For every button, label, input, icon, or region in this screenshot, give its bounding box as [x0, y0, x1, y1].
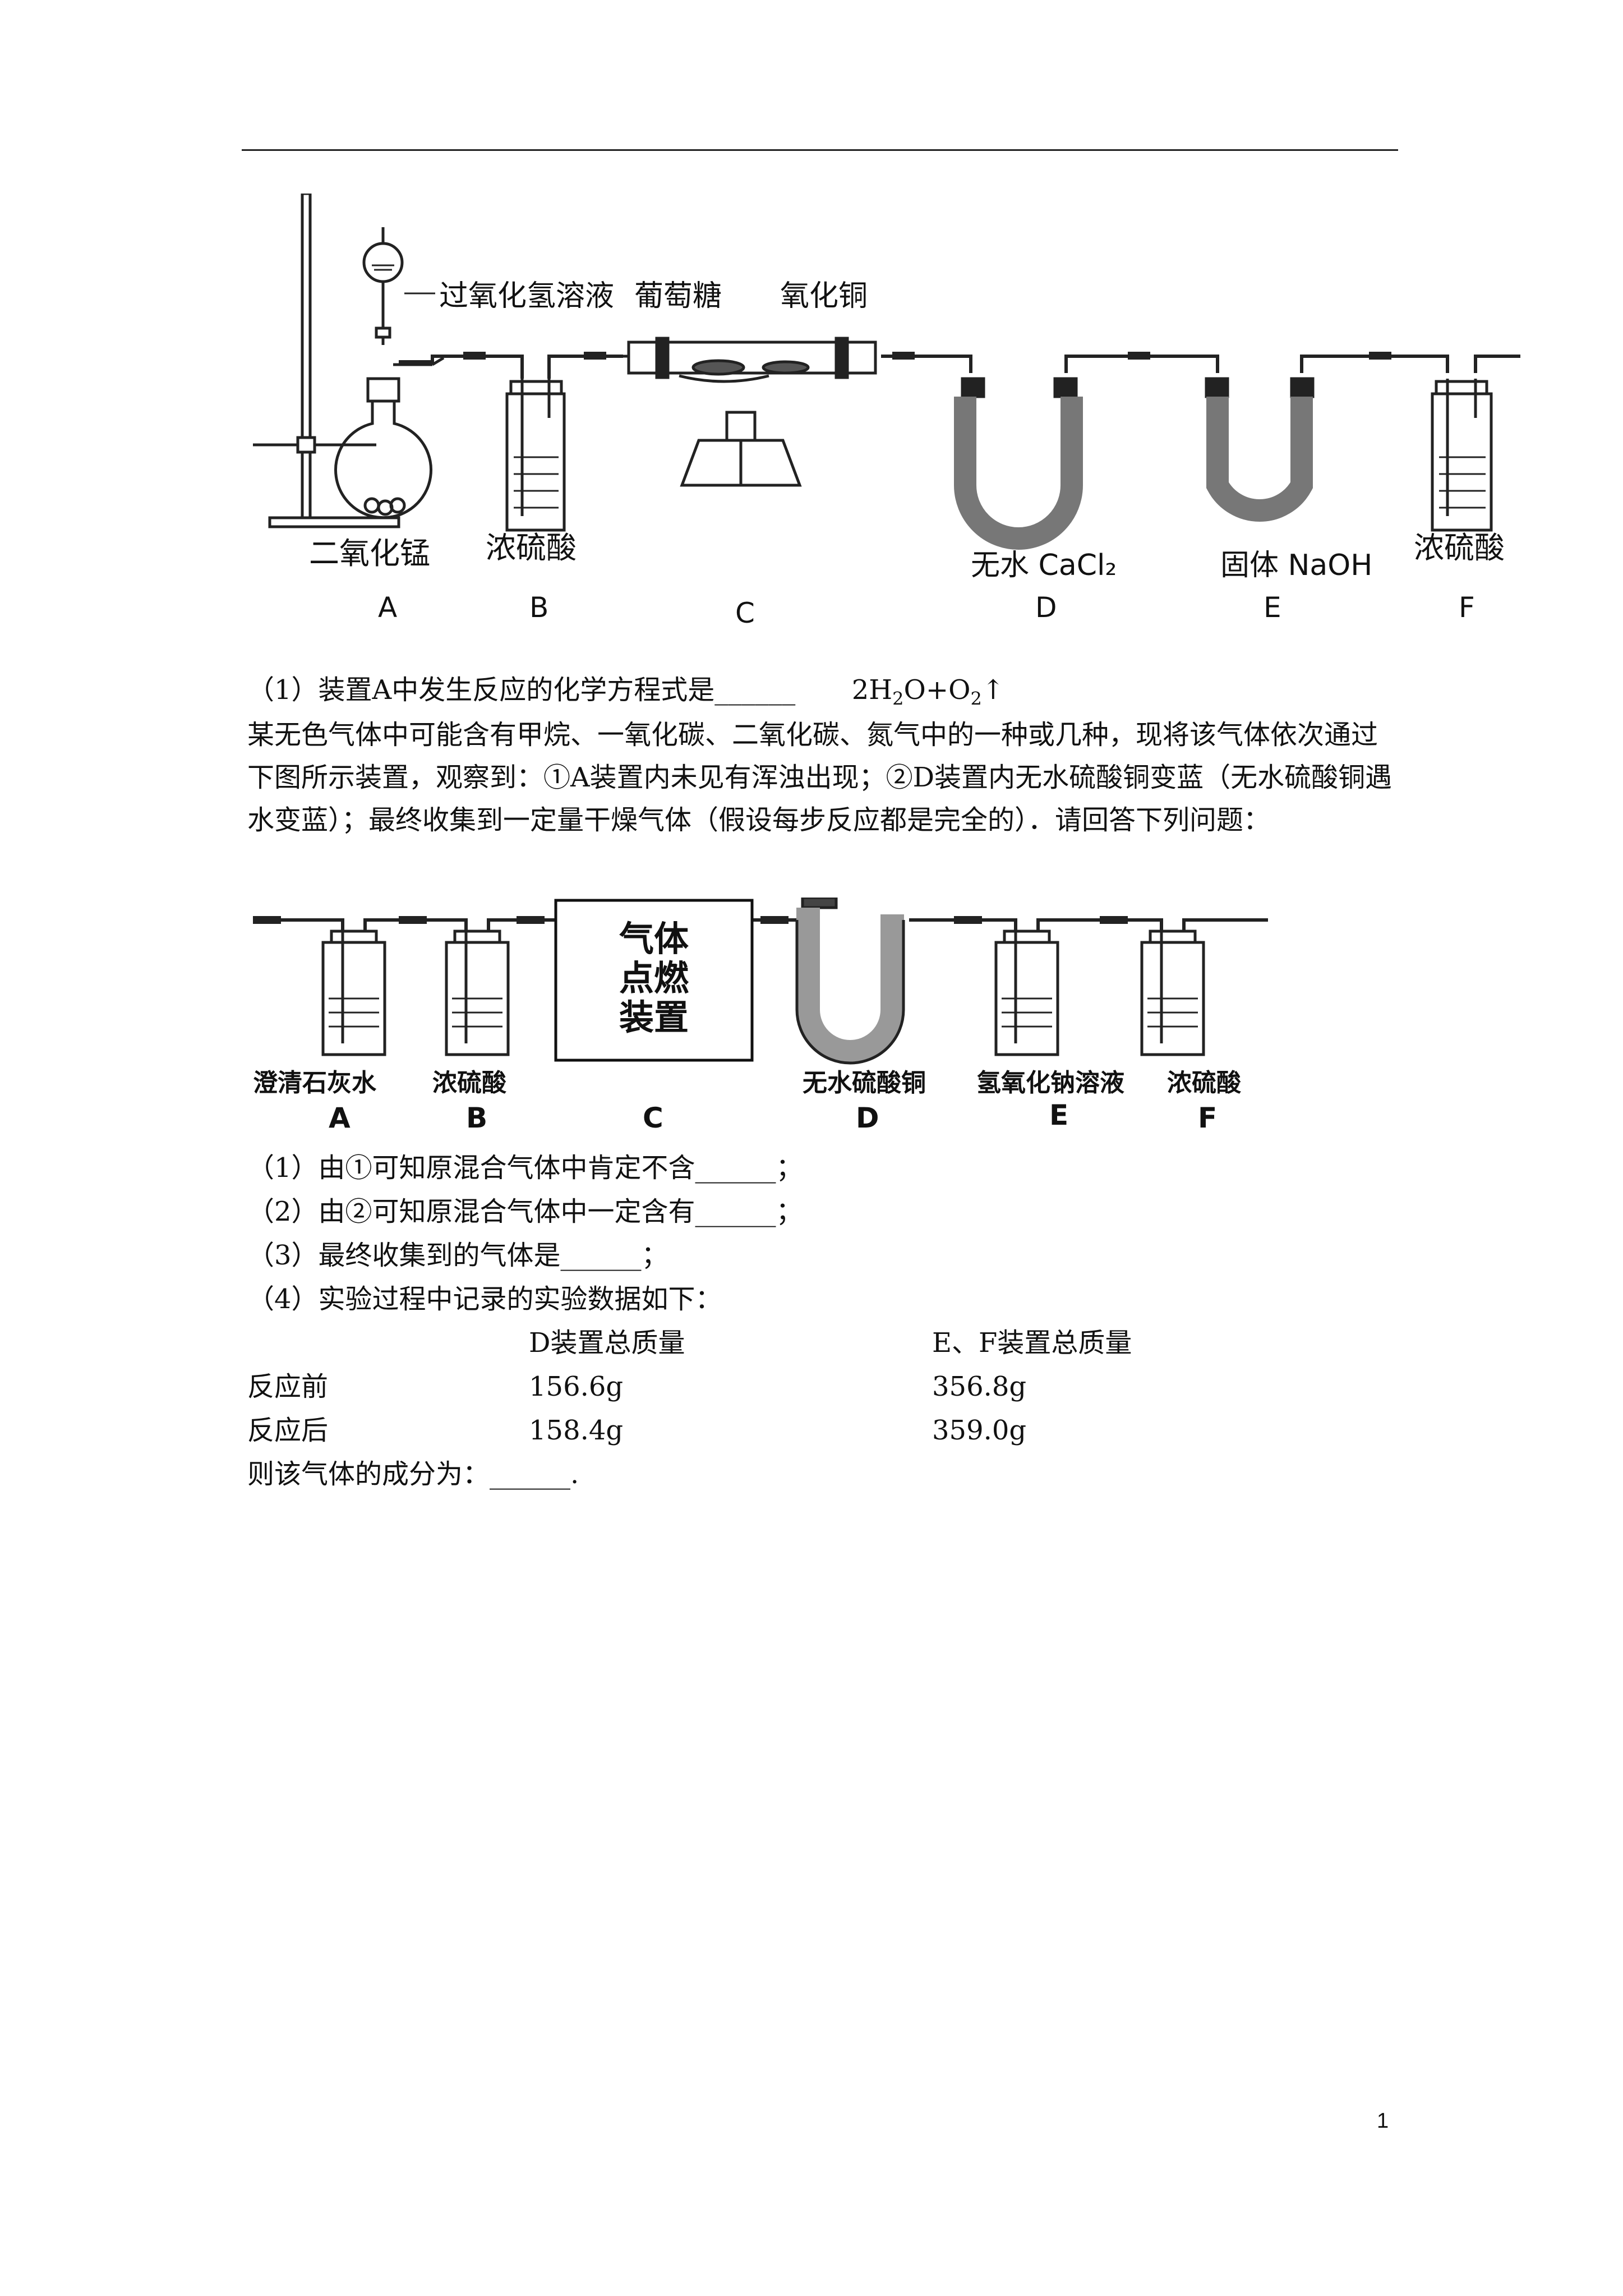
apparatus-b-bottle — [505, 379, 566, 532]
conclusion-line: 则该气体的成分为：______. — [247, 1458, 579, 1490]
header-rule — [242, 149, 1398, 151]
fig2-letter-b: B — [466, 1102, 487, 1134]
fig2-label-conc-f: 浓硫酸 — [1167, 1069, 1242, 1097]
letter-e: E — [1264, 591, 1281, 624]
apparatus-c-tube — [623, 337, 877, 487]
eq-sub-1: 2 — [892, 688, 904, 710]
page-number: 1 — [1377, 2109, 1389, 2133]
fig2-connectors — [253, 916, 1128, 924]
label-b-conc: 浓硫酸 — [486, 530, 577, 565]
fig2-u-tube-d — [795, 898, 905, 1065]
eq-arrow: ↑ — [981, 674, 1005, 706]
table-row-label: 反应前 — [247, 1371, 329, 1402]
fig2-label-limewater: 澄清石灰水 — [253, 1069, 377, 1097]
figure-2-apparatus: 气体 点燃 装置 澄清石灰水 浓硫酸 无水硫酸铜 氢氧化钠溶液 浓硫酸 A B … — [253, 898, 1268, 1134]
intro-paragraph: 某无色气体中可能含有甲烷、一氧化碳、二氧化碳、氮气中的一种或几种，现将该气体依次… — [247, 719, 1393, 836]
eq-sub-2: 2 — [970, 688, 982, 710]
box-line-2: 点燃 — [619, 958, 689, 999]
letter-d: D — [1035, 591, 1057, 624]
label-mno2: 二氧化锰 — [309, 536, 430, 571]
tube-connectors — [463, 352, 1391, 360]
fig2-letter-c: C — [643, 1102, 663, 1134]
fig2-label-conc-b: 浓硫酸 — [432, 1069, 507, 1097]
letter-a: A — [378, 591, 397, 624]
table-header-ef: E、F装置总质量 — [932, 1327, 1132, 1359]
box-line-3: 装置 — [619, 997, 689, 1038]
letter-b: B — [529, 591, 548, 624]
fig2-letter-a: A — [329, 1102, 351, 1134]
fig2-label-cuso4: 无水硫酸铜 — [803, 1069, 926, 1097]
label-cuo: 氧化铜 — [780, 279, 868, 313]
sub-question-1: （1）由①可知原混合气体中肯定不含______； — [247, 1152, 803, 1184]
eq-part-a: 2H — [851, 674, 893, 706]
table-cell-d: 158.4g — [529, 1415, 624, 1446]
q1-prefix: （1）装置A中发生反应的化学方程式是______ — [247, 674, 796, 706]
table-cell-d: 156.6g — [529, 1371, 624, 1402]
apparatus-a-flask — [334, 227, 445, 519]
label-glucose: 葡萄糖 — [634, 279, 722, 313]
fig2-tubing — [253, 918, 1268, 931]
letter-f: F — [1459, 591, 1475, 624]
sub-question-3: （3）最终收集到的气体是______； — [247, 1240, 668, 1271]
label-d-cacl2: 无水 CaCl₂ — [971, 549, 1117, 582]
label-h2o2: 过氧化氢溶液 — [439, 279, 614, 313]
fig2-bottle-e — [994, 930, 1059, 1056]
fig2-bottle-b — [445, 930, 510, 1056]
fig2-letter-d: D — [856, 1102, 879, 1134]
letter-c: C — [735, 597, 755, 629]
label-e-naoh: 固体 NaOH — [1220, 549, 1372, 582]
sub-question-4: （4）实验过程中记录的实验数据如下： — [247, 1283, 722, 1315]
tubing — [399, 355, 1520, 379]
figure-1-apparatus: 过氧化氢溶液 葡萄糖 氧化铜 二氧化锰 浓硫酸 无水 CaCl₂ 固体 NaOH… — [253, 194, 1520, 629]
fig2-letter-e: E — [1049, 1099, 1068, 1131]
table-row-label: 反应后 — [247, 1415, 329, 1446]
question-1-equation: （1）装置A中发生反应的化学方程式是______ 2H2O+O2↑ — [247, 673, 1004, 716]
gas-ignition-box — [554, 899, 754, 1062]
sub-question-2: （2）由②可知原混合气体中一定含有______； — [247, 1196, 803, 1227]
table-header-d: D装置总质量 — [529, 1327, 685, 1359]
apparatus-d-u-tube — [954, 377, 1083, 550]
apparatus-e-u-tube — [1205, 377, 1315, 522]
label-f-conc: 浓硫酸 — [1414, 530, 1505, 565]
table-cell-ef: 356.8g — [932, 1371, 1027, 1402]
table-cell-ef: 359.0g — [932, 1415, 1027, 1446]
fig2-label-naoh: 氢氧化钠溶液 — [976, 1069, 1124, 1097]
fig2-bottle-a — [321, 930, 386, 1056]
fig2-letter-f: F — [1198, 1102, 1217, 1134]
box-line-1: 气体 — [619, 918, 689, 959]
fig2-bottle-f — [1140, 930, 1205, 1056]
iron-stand — [253, 194, 400, 528]
eq-part-b: O+O — [903, 674, 971, 706]
apparatus-f-bottle — [1431, 379, 1493, 532]
